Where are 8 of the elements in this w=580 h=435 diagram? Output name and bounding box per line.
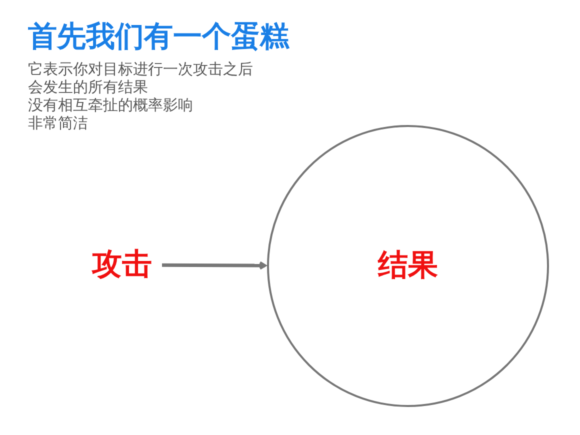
description-line: 没有相互牵扯的概率影响 (28, 96, 194, 114)
description-line: 会发生的所有结果 (28, 78, 149, 96)
node-label: 攻击 (92, 247, 152, 283)
description-line: 它表示你对目标进行一次攻击之后 (28, 60, 253, 78)
arrow (162, 261, 266, 270)
node-label: 结果 (378, 248, 438, 284)
description-line: 非常简洁 (28, 114, 89, 132)
title: 首先我们有一个蛋糕 (28, 18, 289, 54)
